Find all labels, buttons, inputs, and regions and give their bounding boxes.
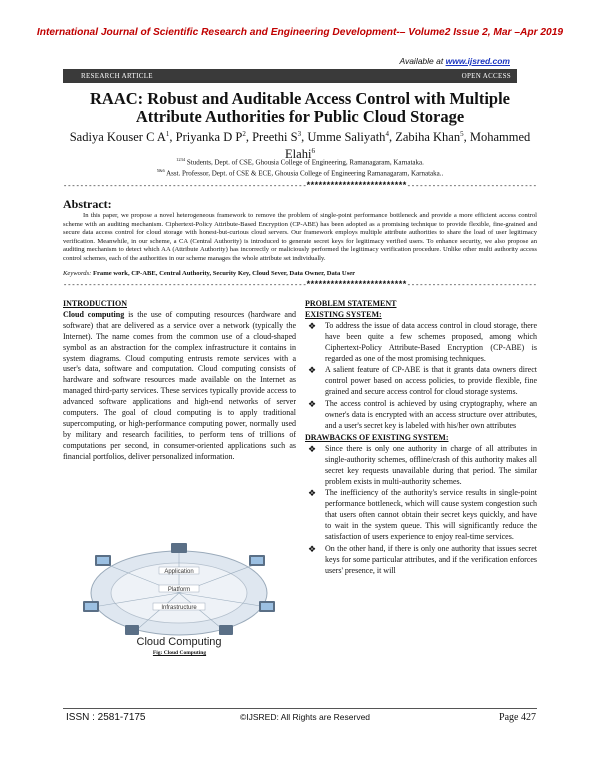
author: Umme Saliyath — [307, 130, 386, 145]
problem-statement-heading: PROBLEM STATEMENT — [305, 299, 397, 308]
list-item: ❖The access control is achieved by using… — [308, 399, 537, 430]
page-number: Page 427 — [499, 712, 536, 723]
diamond-bullet-icon: ❖ — [308, 543, 317, 554]
author: Preethi S — [252, 130, 298, 145]
paper-title: RAAC: Robust and Auditable Access Contro… — [89, 89, 511, 126]
abstract-text: In this paper, we propose a novel hetero… — [63, 212, 537, 262]
article-type-label: RESEARCH ARTICLE — [81, 72, 153, 80]
available-label: Available at — [399, 56, 446, 66]
footer-copyright: ©IJSRED: All Rights are Reserved — [240, 712, 371, 722]
abstract-heading: Abstract: — [63, 197, 112, 211]
keywords-list: Frame work, CP-ABE, Central Authority, S… — [91, 270, 356, 277]
list-item: ❖The inefficiency of the authority's ser… — [308, 488, 537, 542]
list-item: ❖On the other hand, if there is only one… — [308, 543, 537, 575]
author: Priyanka D P — [175, 130, 243, 145]
footer-rule — [63, 708, 537, 709]
figure-label-cloud-computing: Cloud Computing — [137, 636, 222, 648]
diamond-bullet-icon: ❖ — [308, 443, 317, 454]
article-type-bar: RESEARCH ARTICLE OPEN ACCESS — [63, 69, 517, 83]
author: Mohammed Elahi — [285, 130, 531, 162]
left-column: INTRODUCTION Cloud computing is the use … — [63, 299, 296, 463]
list-item: ❖A salient feature of CP-ABE is that it … — [308, 365, 537, 397]
figure-caption: Fig: Cloud Computing — [152, 650, 207, 656]
list-item: ❖To address the issue of data access con… — [308, 320, 537, 363]
drawbacks-heading: DRAWBACKS OF EXISTING SYSTEM: — [305, 432, 449, 442]
introduction-heading: INTRODUCTION — [63, 299, 128, 308]
author: Sadiya Kouser C A — [69, 130, 166, 145]
diamond-bullet-icon: ❖ — [308, 399, 317, 410]
keywords-label: Keywords: — [63, 270, 92, 277]
affiliation-students: 1234 Students, Dept. of CSE, Ghousia Col… — [176, 157, 424, 167]
diamond-bullet-icon: ❖ — [308, 488, 317, 499]
figure-label-application: Application — [164, 569, 193, 575]
affiliation-faculty: 5&6 Asst. Professor, Dept. of CSE & ECE,… — [156, 168, 444, 178]
existing-system-list: ❖To address the issue of data access con… — [305, 321, 537, 432]
author-list: Sadiya Kouser C A1, Priyanka D P2, Preet… — [69, 130, 531, 162]
diamond-bullet-icon: ❖ — [308, 365, 317, 376]
keywords: Keywords: Frame work, CP-ABE, Central Au… — [63, 270, 355, 277]
drawbacks-list: ❖Since there is only one authority in ch… — [305, 444, 537, 577]
availability-line: Available at www.ijsred.com — [399, 56, 510, 66]
diamond-bullet-icon: ❖ — [308, 320, 317, 331]
list-item: ❖Since there is only one authority in ch… — [308, 443, 537, 486]
separator-line: ----------------------------------------… — [63, 180, 537, 191]
separator-line: ----------------------------------------… — [63, 279, 537, 290]
figure-label-infrastructure: Infrastructure — [161, 605, 197, 611]
footer-issn: ISSN : 2581-7175 — [66, 712, 146, 723]
introduction-paragraph: Cloud computing is the use of computing … — [63, 309, 296, 461]
cloud-computing-figure: Application Platform Infrastructure Clou… — [63, 515, 296, 650]
existing-system-heading: EXISTING SYSTEM: — [305, 309, 382, 319]
journal-header: International Journal of Scientific Rese… — [36, 27, 564, 38]
author: Zabiha Khan — [395, 130, 461, 145]
figure-label-platform: Platform — [168, 587, 190, 593]
open-access-label: OPEN ACCESS — [461, 72, 511, 80]
journal-url-link[interactable]: www.ijsred.com — [445, 56, 510, 66]
right-column: PROBLEM STATEMENT EXISTING SYSTEM: ❖To a… — [305, 299, 537, 578]
